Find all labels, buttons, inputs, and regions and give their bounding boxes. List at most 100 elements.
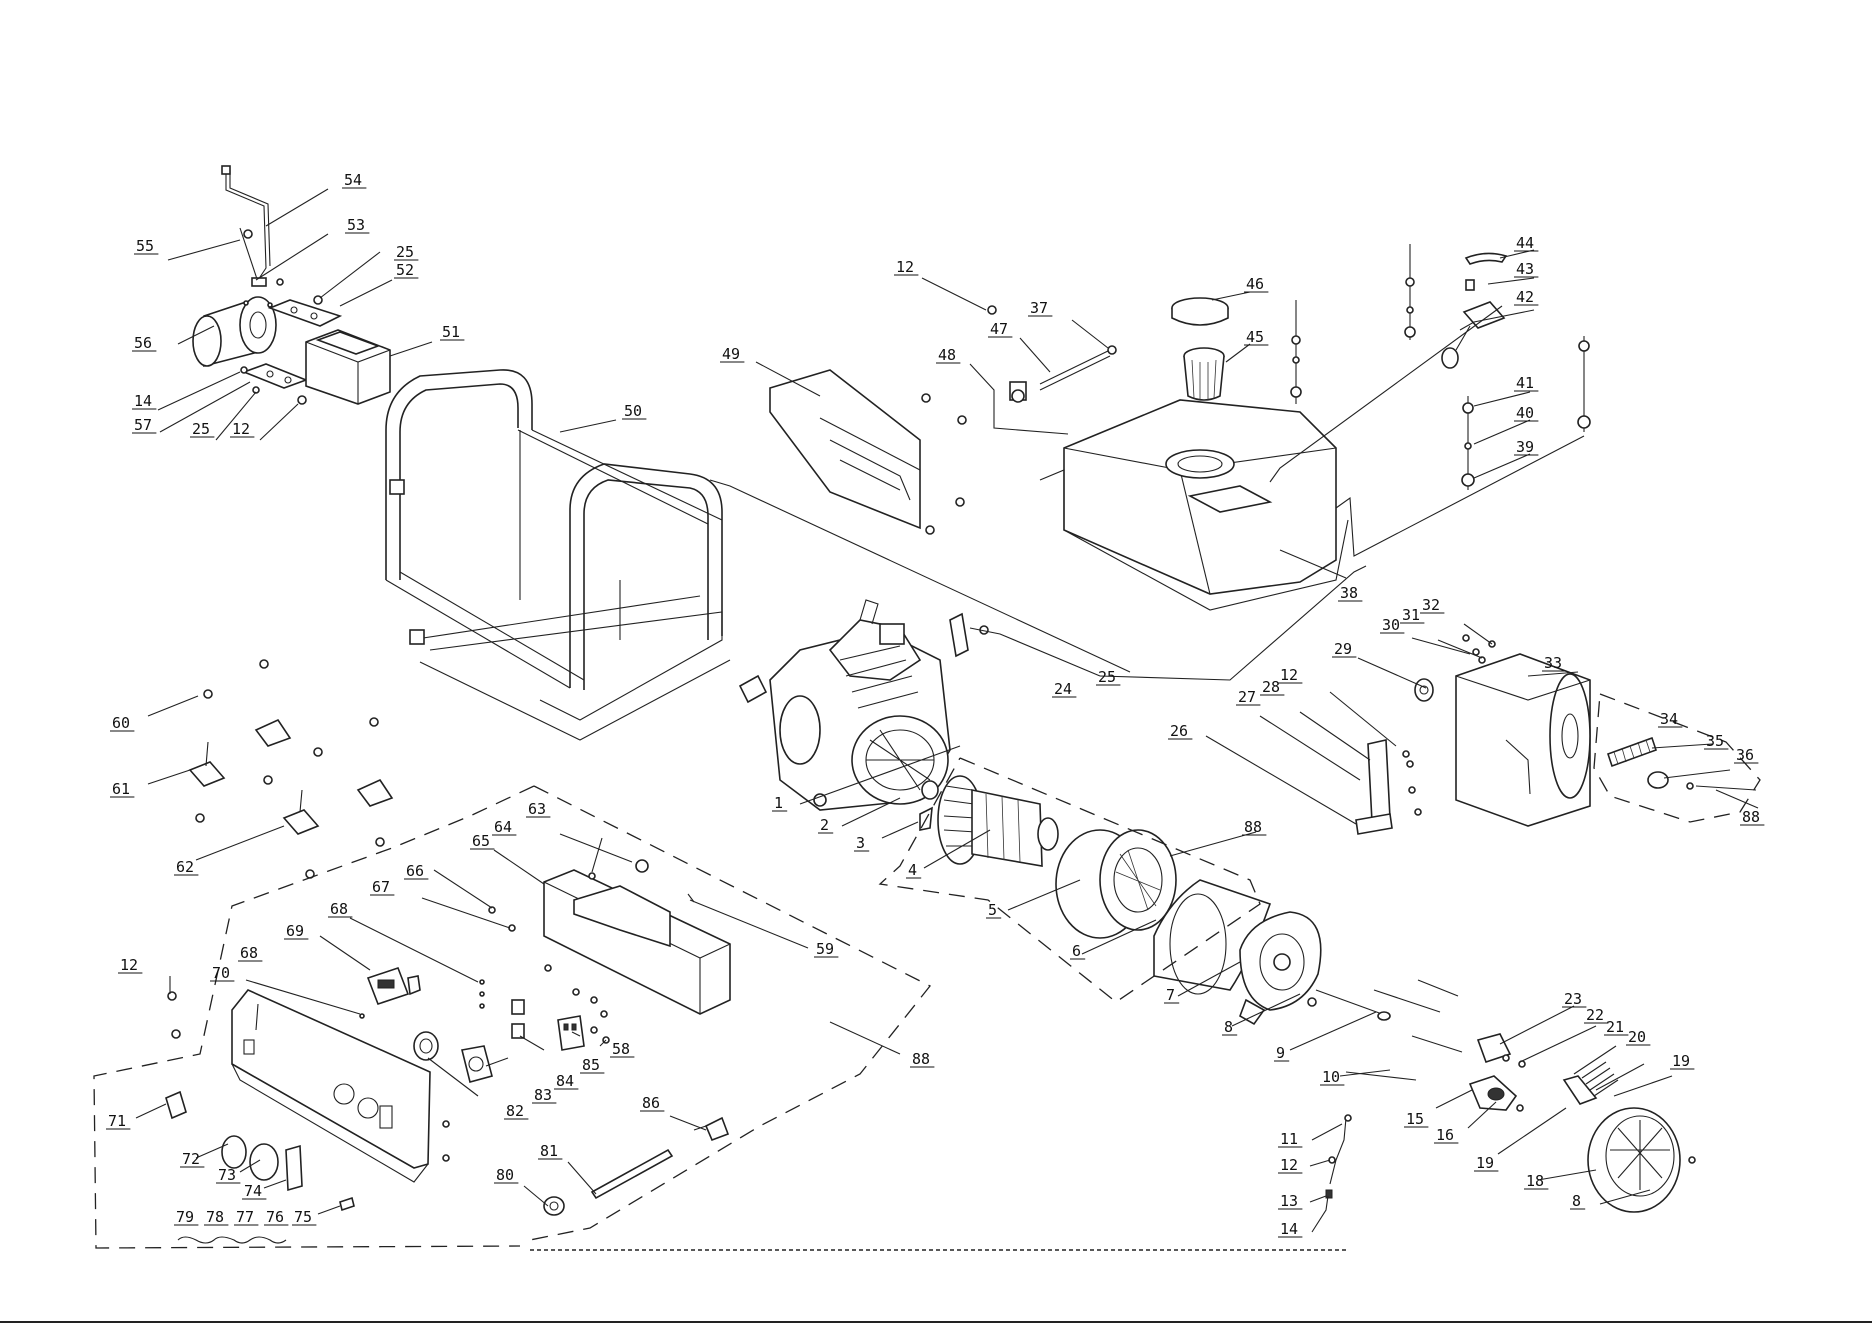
callout-73: 73 <box>218 1166 236 1184</box>
callout-88-alternator-kit: 88 <box>1244 818 1262 836</box>
breaker-84 <box>512 1000 524 1038</box>
callout-5: 5 <box>988 901 997 919</box>
callout-42: 42 <box>1516 288 1534 306</box>
callout-85: 85 <box>582 1056 600 1074</box>
callout-7: 7 <box>1166 986 1175 1004</box>
outlet-83 <box>462 1046 492 1082</box>
nut-14 <box>241 367 247 373</box>
callout-58: 58 <box>612 1040 630 1058</box>
callout-15: 15 <box>1406 1110 1424 1128</box>
hour-meter-69 <box>368 968 420 1004</box>
stator-5 <box>1056 830 1176 938</box>
callout-40: 40 <box>1516 404 1534 422</box>
callout-30: 30 <box>1382 616 1400 634</box>
knob-63 <box>636 860 648 872</box>
callout-12-left: 12 <box>232 420 250 438</box>
screw-64 <box>589 873 595 879</box>
callout-16: 16 <box>1436 1126 1454 1144</box>
callout-56: 56 <box>134 334 152 352</box>
bracket-57 <box>244 364 306 388</box>
callout-81: 81 <box>540 1142 558 1160</box>
callout-51: 51 <box>442 323 460 341</box>
callout-26: 26 <box>1170 722 1188 740</box>
callout-22: 22 <box>1586 1006 1604 1024</box>
end-cover-18 <box>1588 1108 1695 1212</box>
receptacle-85 <box>558 1016 584 1050</box>
arrestor-clamp-35 <box>1648 772 1693 789</box>
through-bolts <box>1316 980 1462 1080</box>
mount-feet <box>190 660 392 878</box>
nut-panel-4 <box>443 1155 449 1161</box>
callout-88-panel-kit: 88 <box>912 1050 930 1068</box>
callout-25-left: 25 <box>192 420 210 438</box>
callout-45: 45 <box>1246 328 1264 346</box>
callout-52: 52 <box>396 261 414 279</box>
callout-39: 39 <box>1516 438 1534 456</box>
wheel-housing-56 <box>193 297 276 366</box>
callout-83: 83 <box>534 1086 552 1104</box>
callout-3: 3 <box>856 834 865 852</box>
callout-19-bottom: 19 <box>1476 1154 1494 1172</box>
bolt-stack-far-right <box>1578 336 1590 432</box>
callout-77: 77 <box>236 1208 254 1226</box>
hose-81 <box>544 1150 672 1215</box>
callout-62: 62 <box>176 858 194 876</box>
callout-48: 48 <box>938 346 956 364</box>
callout-55: 55 <box>136 237 154 255</box>
callout-75: 75 <box>294 1208 312 1226</box>
callout-64: 64 <box>494 818 512 836</box>
callout-41: 41 <box>1516 374 1534 392</box>
nut-12 <box>298 396 306 404</box>
battery-box-51 <box>306 330 390 404</box>
callout-10: 10 <box>1322 1068 1340 1086</box>
nut-panel-3 <box>443 1121 449 1127</box>
callout-67: 67 <box>372 878 390 896</box>
frame-50 <box>386 370 730 740</box>
switch-71 <box>166 1092 186 1118</box>
callout-29: 29 <box>1334 640 1352 658</box>
callout-46: 46 <box>1246 275 1264 293</box>
callout-35: 35 <box>1706 732 1724 750</box>
fuse-75 <box>340 1198 354 1210</box>
control-housing-65 <box>544 870 730 1014</box>
callout-14-left: 14 <box>134 392 152 410</box>
muffler-bolts-30-32 <box>1463 635 1495 663</box>
plug-86 <box>694 1118 728 1140</box>
engine-bracket-24 <box>950 614 988 656</box>
callout-84: 84 <box>556 1072 574 1090</box>
callout-78: 78 <box>206 1208 224 1226</box>
callout-20: 20 <box>1628 1028 1646 1046</box>
callout-25-mid: 25 <box>1098 668 1116 686</box>
callout-12-panel: 12 <box>120 956 138 974</box>
callout-24: 24 <box>1054 680 1072 698</box>
callout-72: 72 <box>182 1150 200 1168</box>
capacitor-16 <box>1470 1076 1523 1111</box>
brush-holder-23 <box>1478 1034 1525 1067</box>
muffler-33 <box>1456 654 1590 826</box>
callout-82: 82 <box>506 1102 524 1120</box>
callout-68-top: 68 <box>330 900 348 918</box>
callout-27: 27 <box>1238 688 1256 706</box>
callout-53: 53 <box>347 216 365 234</box>
callout-69: 69 <box>286 922 304 940</box>
callout-34: 34 <box>1660 710 1678 728</box>
callout-43: 43 <box>1516 260 1534 278</box>
bracket-52 <box>270 300 340 326</box>
callout-19-top: 19 <box>1672 1052 1690 1070</box>
callout-47: 47 <box>990 320 1008 338</box>
fuel-cap-46 <box>1172 298 1228 325</box>
callout-11: 11 <box>1280 1130 1298 1148</box>
bolt-stack-right-41 <box>1462 396 1474 490</box>
spark-arrestor-34 <box>1608 738 1656 766</box>
callout-6: 6 <box>1072 942 1081 960</box>
callout-13: 13 <box>1280 1192 1298 1210</box>
fuel-tank-38 <box>1040 400 1348 610</box>
callout-12-muffler: 12 <box>1280 666 1298 684</box>
callout-36: 36 <box>1736 746 1754 764</box>
bolt-stack-left <box>1291 300 1301 404</box>
callout-70: 70 <box>212 964 230 982</box>
callout-12-wire: 12 <box>1280 1156 1298 1174</box>
callout-79: 79 <box>176 1208 194 1226</box>
callout-14-wire: 14 <box>1280 1220 1298 1238</box>
